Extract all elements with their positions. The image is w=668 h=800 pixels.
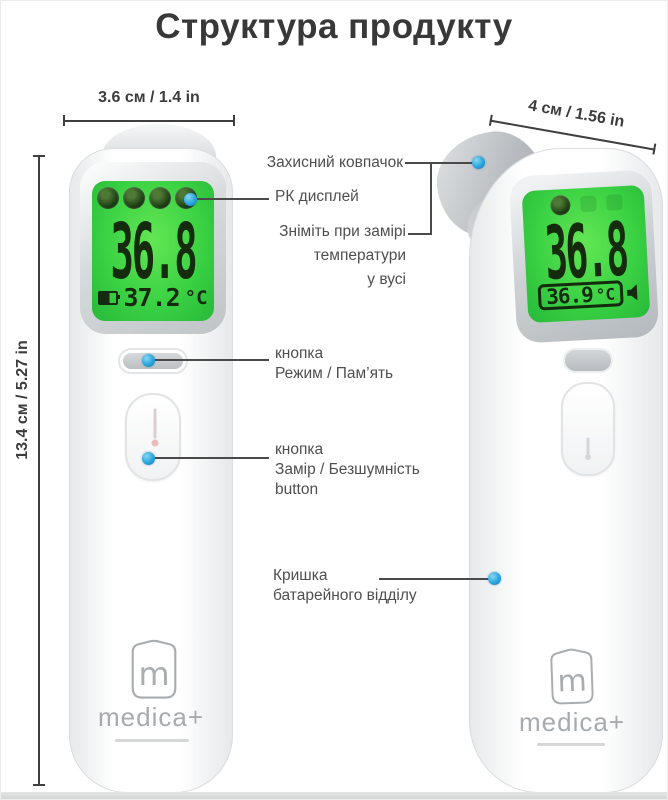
dimension-height-label: 13.4 см / 5.27 in — [14, 340, 31, 460]
callout-lcd-display: РК дисплей — [275, 188, 359, 205]
callout-mode-button-line2: Режим / Пам’ять — [275, 365, 394, 382]
lcd-mode-icon — [97, 187, 119, 209]
dimension-front-width-label: 3.6 см / 1.4 in — [98, 89, 200, 106]
callout-line-cap-vertical — [430, 162, 432, 235]
dimension-tick — [33, 155, 45, 157]
dimension-height-line — [38, 156, 40, 786]
callout-cap-note: Зніміть при замірі температури у вусі — [228, 222, 406, 290]
brand-tagline — [537, 743, 605, 746]
lcd-mode-icon — [149, 187, 171, 209]
dimension-tick — [33, 784, 45, 786]
callout-battery-cover-line1: Кришка — [273, 567, 328, 584]
front-temperature-unit: °C — [184, 286, 208, 309]
side-sub-temperature: 36.9 — [545, 282, 594, 310]
brand-logo: m — [131, 639, 177, 699]
brand-logo-letter: m — [138, 655, 169, 693]
front-main-temperature: 36.8 — [110, 207, 197, 297]
callout-line-battery-cover — [379, 578, 491, 580]
page-title: Структура продукту — [155, 7, 513, 46]
brand-logo-letter: m — [557, 663, 587, 699]
callout-battery-cover-line2: батарейного відділу — [273, 587, 417, 604]
brand-logo: m — [550, 648, 594, 705]
callout-line-measure-button — [155, 457, 269, 459]
callout-dot-display — [184, 193, 197, 206]
callout-line-mode-button — [155, 359, 269, 361]
callout-dot-cap — [472, 156, 485, 169]
dimension-tick — [233, 115, 235, 126]
callout-measure-button-line1: кнопка — [275, 441, 324, 458]
front-sub-temperature: 37.2 — [123, 283, 180, 312]
side-device-lcd-screen: 36.8 36.9 °C — [521, 184, 651, 324]
brand-wordmark: medica+ — [98, 702, 204, 732]
callout-mode-button: кнопка Режим / Пам’ять — [275, 344, 393, 384]
callout-measure-button-line2: Замір / Безшумність — [275, 461, 420, 478]
side-sub-temperature-row: 36.9 °C — [527, 279, 650, 311]
callout-dot-battery-cover — [488, 572, 501, 585]
callout-mode-button-line1: кнопка — [275, 345, 324, 362]
callout-line-cap-note — [408, 233, 432, 235]
side-sub-temperature-box: 36.9 °C — [537, 280, 624, 311]
callout-cap-note-line1: Зніміть при замірі — [279, 223, 406, 240]
dimension-tick — [652, 143, 657, 155]
measure-silence-button[interactable] — [125, 393, 181, 481]
thermometer-icon — [585, 437, 591, 460]
callout-measure-button: кнопка Замір / Безшумність button — [275, 440, 420, 500]
callout-cap-note-line2: температури — [313, 247, 406, 264]
thermometer-icon — [151, 408, 159, 447]
callout-dot-mode-button — [142, 354, 155, 367]
mode-memory-button-side[interactable] — [563, 348, 613, 373]
dimension-front-width-line — [63, 120, 235, 122]
dimension-tick — [63, 115, 65, 126]
brand-tagline — [115, 739, 189, 742]
image-bottom-edge — [1, 792, 667, 799]
brand-wordmark: medica+ — [519, 707, 625, 737]
lcd-mode-icon — [123, 187, 145, 209]
callout-battery-cover: Кришка батарейного відділу — [273, 566, 417, 606]
measure-silence-button-side[interactable] — [561, 382, 615, 476]
side-temperature-unit: °C — [595, 284, 616, 305]
callout-cap-note-line3: у вусі — [367, 271, 406, 288]
callout-measure-button-line3: button — [275, 481, 319, 498]
callout-line-display — [197, 198, 269, 200]
front-sub-temperature-row: 37.2 °C — [92, 283, 214, 312]
battery-icon — [98, 290, 121, 305]
speaker-icon — [626, 284, 638, 301]
callout-protective-cap: Захисний ковпачок — [266, 154, 403, 171]
callout-dot-measure-button — [142, 452, 155, 465]
callout-line-cap — [405, 162, 475, 164]
